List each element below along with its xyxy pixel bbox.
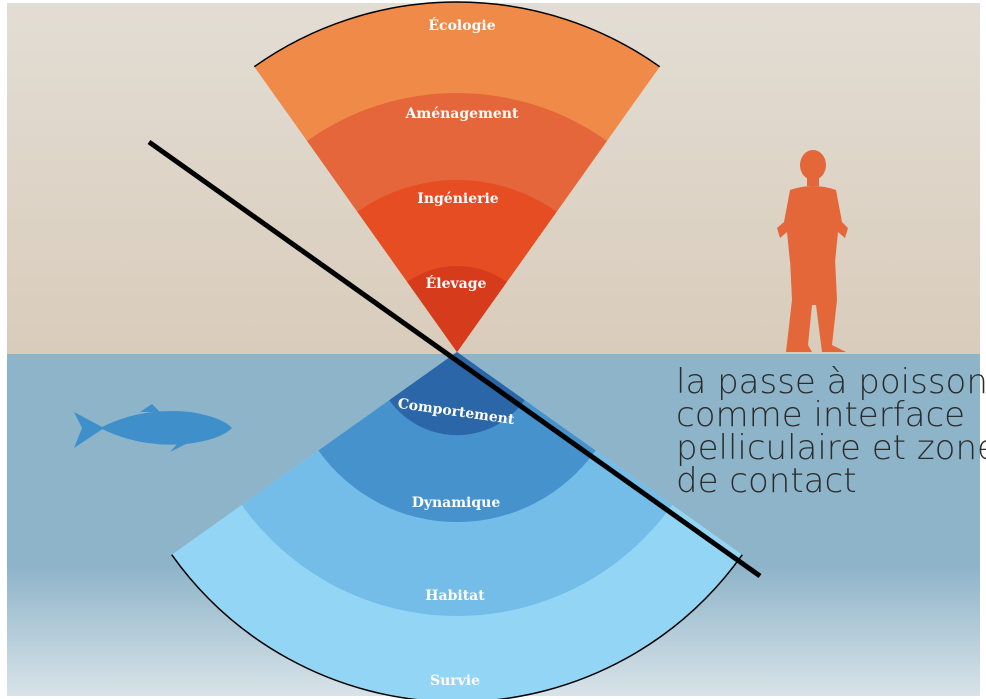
upper-fan — [254, 2, 660, 353]
caption-line-1: la passe à poissons — [676, 362, 986, 402]
upper-ring-elevage — [407, 266, 507, 352]
lower-label-habitat: Habitat — [425, 588, 485, 604]
lower-label-survie: Survie — [430, 673, 480, 689]
upper-label-elevage: Élevage — [426, 274, 487, 292]
caption-line-2: comme interface — [676, 395, 965, 435]
lower-fan — [171, 352, 743, 699]
lower-label-dynamique: Dynamique — [412, 495, 501, 511]
human-silhouette-icon — [777, 150, 848, 352]
upper-label-ingenierie: Ingénierie — [417, 191, 499, 207]
upper-label-ecologie: Écologie — [428, 16, 495, 34]
caption: la passe à poissons comme interface pell… — [676, 362, 986, 501]
fish-silhouette-icon — [74, 404, 232, 452]
lower-ring-comportement — [389, 352, 525, 436]
lower-ring-dynamique — [318, 352, 596, 523]
upper-label-amenagement: Aménagement — [405, 106, 519, 122]
lower-fan-outline — [171, 554, 743, 699]
interface-diagonal-line — [147, 139, 762, 579]
caption-line-3: pelliculaire et zone — [676, 428, 986, 468]
caption-line-4: de contact — [676, 461, 857, 501]
upper-fan-outline — [253, 1, 661, 68]
